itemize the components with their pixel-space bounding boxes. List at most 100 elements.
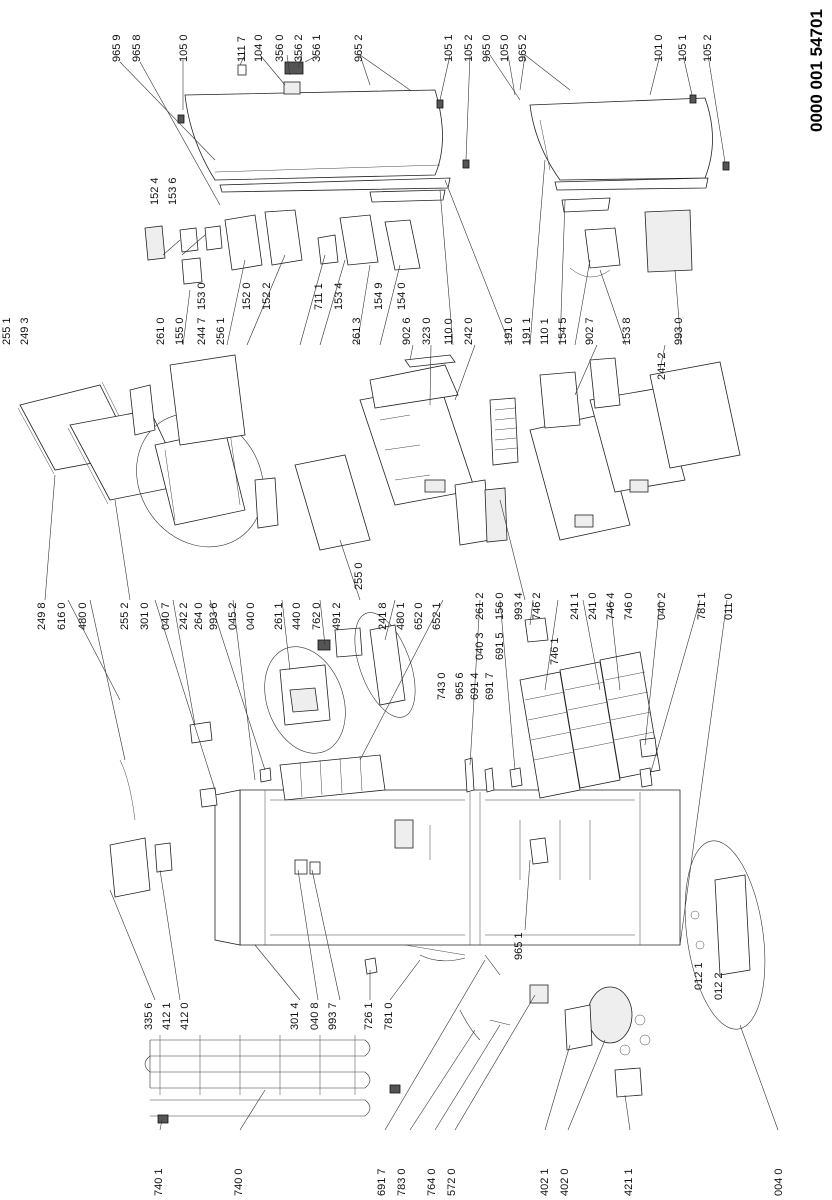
label-104-0: 104 0 xyxy=(253,34,265,62)
label-421-1: 421 1 xyxy=(623,1168,635,1196)
label-301-4: 301 4 xyxy=(289,1002,301,1030)
label-152-2: 152 2 xyxy=(261,282,273,310)
air-duct xyxy=(279,754,386,801)
label-261-0: 261 0 xyxy=(155,317,167,345)
door-bins xyxy=(144,189,446,285)
label-356-0: 356 0 xyxy=(274,34,286,62)
drawing-layer xyxy=(17,61,766,1124)
label-726-1: 726 1 xyxy=(363,1002,375,1030)
label-110-0: 110 0 xyxy=(443,318,455,345)
label-040-0: 040 0 xyxy=(245,602,257,630)
label-105-2-b: 105 2 xyxy=(702,34,714,62)
label-264-0: 264 0 xyxy=(193,602,205,630)
label-335-6: 335 6 xyxy=(143,1002,155,1030)
label-491-2: 491 2 xyxy=(331,602,343,630)
label-616-0: 616 0 xyxy=(56,602,68,630)
label-111-7: 111 7 xyxy=(236,36,248,62)
label-965-6: 965 6 xyxy=(454,672,466,700)
label-412-0: 412 0 xyxy=(179,1002,191,1030)
label-746-0: 746 0 xyxy=(623,592,635,620)
label-155-0: 155 0 xyxy=(174,317,186,345)
label-004-0: 004 0 xyxy=(773,1168,785,1196)
label-965-8: 965 8 xyxy=(131,34,143,62)
label-153-8: 153 8 xyxy=(621,317,633,345)
label-402-1: 402 1 xyxy=(539,1168,551,1196)
label-740-0: 740 0 xyxy=(233,1168,245,1196)
label-153-4: 153 4 xyxy=(333,282,345,310)
label-249-3: 249 3 xyxy=(19,317,31,345)
label-652-1: 652 1 xyxy=(431,602,443,630)
lamp-housing xyxy=(354,612,416,718)
label-746-2: 746 2 xyxy=(531,592,543,620)
label-242-0: 242 0 xyxy=(463,317,475,345)
label-241-1: 241 1 xyxy=(569,592,581,620)
label-191-0: 191 0 xyxy=(503,317,515,345)
label-154-9: 154 9 xyxy=(373,282,385,310)
label-711-1: 711 1 xyxy=(313,283,325,310)
label-902-7: 902 7 xyxy=(584,317,596,345)
label-105-1-b: 105 1 xyxy=(677,34,689,62)
label-965-9: 965 9 xyxy=(111,34,123,62)
crisper-bin xyxy=(129,354,279,548)
label-402-0: 402 0 xyxy=(559,1168,571,1196)
label-255-0: 255 0 xyxy=(353,562,365,590)
label-045-2: 045 2 xyxy=(227,602,239,630)
rear-parts xyxy=(109,721,213,898)
compressor xyxy=(529,984,651,1098)
glass-shelves xyxy=(17,381,371,551)
label-480-1: 480 1 xyxy=(395,602,407,630)
label-323-0: 323 0 xyxy=(421,317,433,345)
label-040-8: 040 8 xyxy=(309,1002,321,1030)
label-412-1: 412 1 xyxy=(161,1002,173,1030)
label-105-0-a: 105 0 xyxy=(178,34,190,62)
label-301-0: 301 0 xyxy=(139,602,151,630)
freezer-drawers xyxy=(359,354,741,546)
label-691-5: 691 5 xyxy=(494,632,506,660)
label-241-8: 241 8 xyxy=(377,602,389,630)
label-993-7: 993 7 xyxy=(327,1002,339,1030)
label-356-2: 356 2 xyxy=(293,34,305,62)
label-244-7: 244 7 xyxy=(196,317,208,345)
freezer-door xyxy=(177,61,470,193)
label-965-2-b: 965 2 xyxy=(517,34,529,62)
label-105-2-a: 105 2 xyxy=(463,34,475,62)
label-153-6: 153 6 xyxy=(167,177,179,205)
label-572-0: 572 0 xyxy=(446,1168,458,1196)
document-number: 0000 001 54701 xyxy=(807,9,826,132)
label-105-0-b: 105 0 xyxy=(499,34,511,62)
label-993-4: 993 4 xyxy=(513,592,525,620)
label-110-1: 110 1 xyxy=(539,318,551,345)
label-783-0: 783 0 xyxy=(396,1168,408,1196)
door-right-parts xyxy=(561,197,693,278)
label-746-4: 746 4 xyxy=(605,592,617,620)
label-480-0: 480 0 xyxy=(77,602,89,630)
label-153-0: 153 0 xyxy=(196,282,208,310)
label-156-0: 156 0 xyxy=(494,592,506,620)
label-764-0: 764 0 xyxy=(426,1168,438,1196)
label-040-3: 040 3 xyxy=(474,632,486,660)
label-241-0: 241 0 xyxy=(587,592,599,620)
label-040-7: 040 7 xyxy=(160,602,172,630)
label-781-1: 781 1 xyxy=(696,592,708,620)
label-241-2: 241 2 xyxy=(656,352,668,380)
label-261-1: 261 1 xyxy=(273,602,285,630)
label-255-1: 255 1 xyxy=(1,317,13,345)
label-691-7-b: 691 7 xyxy=(376,1168,388,1196)
misc-parts xyxy=(199,617,658,1041)
label-691-7-a: 691 7 xyxy=(484,672,496,700)
label-743-0: 743 0 xyxy=(436,672,448,700)
cabinet-body xyxy=(214,789,681,956)
label-965-1: 965 1 xyxy=(513,932,525,960)
label-781-0: 781 0 xyxy=(383,1002,395,1030)
label-191-1: 191 1 xyxy=(521,317,533,345)
control-unit xyxy=(264,627,363,754)
label-012-1: 012 1 xyxy=(693,962,705,990)
label-261-2: 261 2 xyxy=(474,592,486,620)
label-261-3: 261 3 xyxy=(351,317,363,345)
label-152-4: 152 4 xyxy=(149,177,161,205)
label-440-0: 440 0 xyxy=(291,602,303,630)
label-993-0: 993 0 xyxy=(673,317,685,345)
fixing-kit xyxy=(684,840,766,1030)
label-152-0: 152 0 xyxy=(241,282,253,310)
